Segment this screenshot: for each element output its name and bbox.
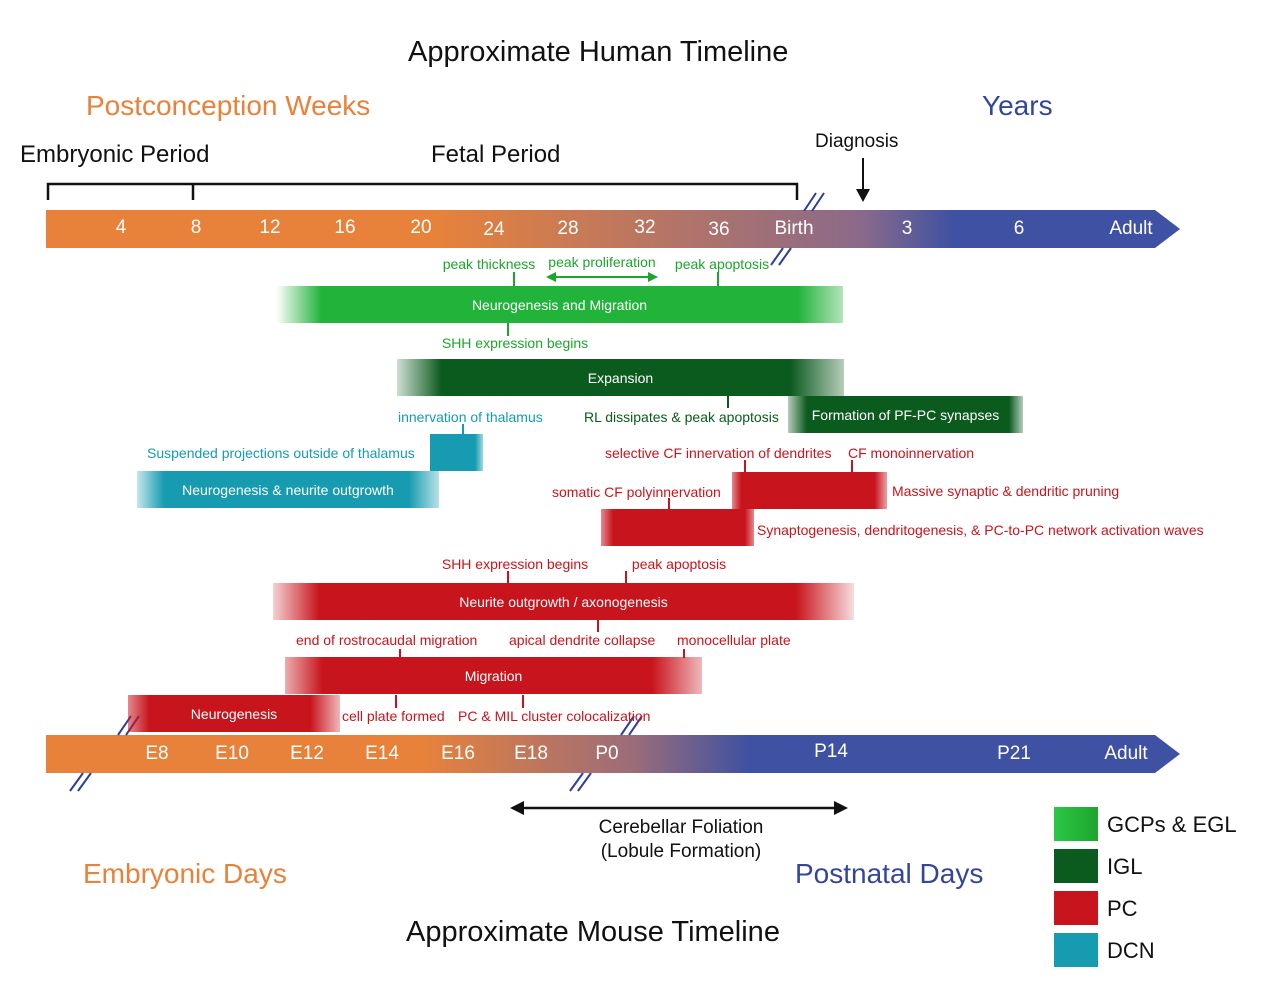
bar-label: Formation of PF-PC synapses (811, 406, 1000, 423)
bar-label: Migration (464, 667, 523, 684)
bar-dcn-suspended (430, 434, 483, 471)
human-tick: 8 (190, 217, 202, 238)
legend-swatch-dcn (1054, 933, 1098, 967)
fetal-period-label: Fetal Period (431, 141, 561, 168)
event-selective-cf: selective CF innervation of dendrites (605, 445, 832, 461)
human-timeline-title: Approximate Human Timeline (408, 36, 789, 68)
human-tick: 36 (708, 219, 730, 240)
mouse-tick: E14 (365, 743, 399, 764)
event-peak-apoptosis-gcp: peak apoptosis (674, 256, 770, 272)
event-suspended-projections: Suspended projections outside of thalamu… (147, 445, 415, 461)
bar-label: Neurogenesis and Migration (471, 296, 648, 313)
bar-igl-expansion: Expansion (397, 359, 844, 396)
event-shh-gcp: SHH expression begins (441, 335, 589, 351)
event-monocellular: monocellular plate (677, 632, 791, 648)
event-pc-mil: PC & MIL cluster colocalization (458, 708, 651, 724)
legend-label-pc: PC (1107, 896, 1138, 921)
bar-label: Expansion (587, 369, 654, 386)
bar-pc-synaptogenesis (601, 509, 754, 546)
human-tick: 16 (334, 217, 356, 238)
event-cell-plate: cell plate formed (342, 708, 445, 724)
event-peak-proliferation: peak proliferation (548, 254, 656, 270)
human-tick: Adult (1109, 218, 1153, 239)
bar-label: Neurogenesis (190, 705, 278, 722)
legend-label-igl: IGL (1107, 854, 1143, 879)
human-tick: 12 (259, 217, 281, 238)
event-apical-collapse: apical dendrite collapse (509, 632, 656, 648)
legend-swatch-gcps (1054, 807, 1098, 841)
event-rl-dissipates: RL dissipates & peak apoptosis (584, 409, 779, 425)
mouse-tick: E12 (290, 743, 324, 764)
bar-igl-pfpc-synapses: Formation of PF-PC synapses (788, 396, 1023, 433)
mouse-tick: Adult (1104, 743, 1148, 764)
event-synaptogenesis: Synaptogenesis, dendritogenesis, & PC-to… (757, 522, 1204, 538)
mouse-timeline-arrow (46, 735, 1180, 773)
event-shh-pc: SHH expression begins (441, 556, 589, 572)
foliation-line2: (Lobule Formation) (600, 841, 762, 862)
bar-label: Neurite outgrowth / axonogenesis (459, 593, 668, 610)
mouse-tick: E18 (514, 743, 548, 764)
bar-label: Neurogenesis & neurite outgrowth (182, 481, 394, 498)
years-header: Years (982, 90, 1053, 121)
embryonic-days-header: Embryonic Days (83, 858, 287, 889)
bar-pc-pruning (732, 472, 887, 509)
legend-label-dcn: DCN (1107, 938, 1155, 963)
mouse-tick: E8 (145, 743, 169, 764)
bar-pc-neurogenesis: Neurogenesis (128, 695, 340, 732)
human-timeline-arrow (46, 210, 1180, 248)
human-tick: 24 (483, 219, 505, 240)
event-somatic-cf: somatic CF polyinnervation (552, 484, 721, 500)
human-tick: Birth (774, 218, 814, 239)
event-peak-apoptosis-pc: peak apoptosis (631, 556, 727, 572)
mouse-tick: E10 (215, 743, 249, 764)
bar-pc-neurite-outgrowth: Neurite outgrowth / axonogenesis (273, 583, 854, 620)
legend-swatch-igl (1054, 849, 1098, 883)
human-tick: 28 (557, 218, 579, 239)
embryonic-period-label: Embryonic Period (20, 141, 210, 168)
foliation-line1: Cerebellar Foliation (598, 817, 764, 838)
human-tick: 3 (901, 218, 913, 239)
bar-gcp-neurogenesis-migration: Neurogenesis and Migration (276, 286, 843, 323)
mouse-tick: P0 (595, 743, 619, 764)
diagnosis-label: Diagnosis (815, 131, 899, 152)
diagnosis-arrow-head (856, 189, 870, 202)
human-tick: 4 (115, 217, 127, 238)
legend-swatch-pc (1054, 891, 1098, 925)
cerebellar-foliation-label: Cerebellar Foliation (Lobule Formation) (599, 816, 764, 864)
postconception-weeks-header: Postconception Weeks (86, 90, 371, 121)
bar-pc-migration: Migration (285, 657, 702, 694)
mouse-timeline-title: Approximate Mouse Timeline (406, 916, 780, 948)
legend-label-gcps: GCPs & EGL (1107, 812, 1237, 837)
mouse-tick: P14 (814, 741, 848, 762)
postnatal-days-header: Postnatal Days (795, 858, 984, 889)
event-end-rostrocaudal: end of rostrocaudal migration (296, 632, 478, 648)
human-tick: 20 (410, 217, 432, 238)
event-massive-pruning: Massive synaptic & dendritic pruning (892, 483, 1120, 499)
mouse-tick: E16 (441, 743, 475, 764)
human-tick: 6 (1013, 218, 1025, 239)
human-tick: 32 (634, 217, 656, 238)
event-innervation-thalamus: innervation of thalamus (398, 409, 543, 425)
event-cf-mono: CF monoinnervation (848, 445, 975, 461)
event-peak-thickness: peak thickness (442, 256, 536, 272)
period-bracket (46, 182, 799, 200)
bar-dcn-neurogenesis: Neurogenesis & neurite outgrowth (137, 471, 439, 508)
mouse-tick: P21 (997, 743, 1031, 764)
